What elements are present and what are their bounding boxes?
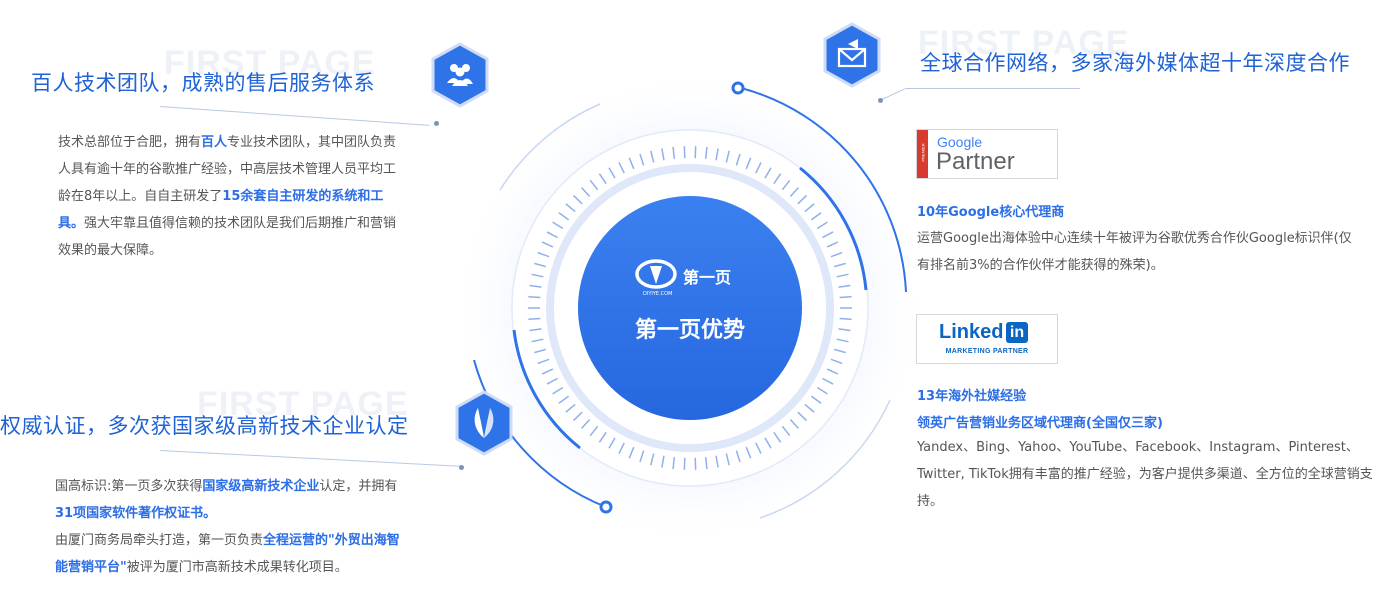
team-icon bbox=[431, 42, 489, 108]
center-logo-small: DIYIYE.COM bbox=[643, 291, 672, 297]
authority-description: 国高标识:第一页多次获得国家级高新技术企业认定，并拥有31项国家软件著作权证书。… bbox=[55, 479, 400, 575]
google-partner-badge: PREMIER Google Partner bbox=[916, 129, 1058, 179]
google-description: 运营Google出海体验中心连续十年被评为谷歌优秀合作伙Google标识伴(仅有… bbox=[917, 231, 1352, 273]
linkedin-subtitle-2: 领英广告营销业务区域代理商(全国仅三家) bbox=[917, 416, 1163, 431]
center-title: 第一页优势 bbox=[635, 317, 745, 343]
company-logo-icon bbox=[635, 259, 677, 289]
watermark-team: FIRST PAGE bbox=[164, 44, 376, 82]
google-subtitle: 10年Google核心代理商 bbox=[917, 205, 1065, 220]
linkedin-description: Yandex、Bing、Yahoo、YouTube、Facebook、Insta… bbox=[917, 440, 1373, 509]
team-leader-dot bbox=[434, 121, 439, 126]
mail-megaphone-icon bbox=[823, 22, 881, 88]
network-leader-line bbox=[905, 88, 1080, 89]
laurel-icon bbox=[455, 390, 513, 456]
linkedin-subtitle-1: 13年海外社媒经验 bbox=[917, 389, 1027, 404]
network-heading: 全球合作网络，多家海外媒体超十年深度合作 bbox=[920, 51, 1350, 75]
authority-leader-dot bbox=[459, 465, 464, 470]
center-logo-text: 第一页 bbox=[683, 268, 731, 287]
watermark-authority: FIRST PAGE bbox=[197, 385, 409, 423]
team-description: 技术总部位于合肥，拥有百人专业技术团队，其中团队负责人具有逾十年的谷歌推广经验，… bbox=[58, 135, 397, 258]
network-leader-dot bbox=[878, 98, 883, 103]
linkedin-partner-badge: Linked in MARKETING PARTNER bbox=[916, 314, 1058, 364]
authority-heading: 权威认证，多次获国家级高新技术企业认定 bbox=[0, 414, 409, 438]
watermark-network: FIRST PAGE bbox=[918, 24, 1130, 62]
team-heading: 百人技术团队，成熟的售后服务体系 bbox=[31, 71, 375, 95]
